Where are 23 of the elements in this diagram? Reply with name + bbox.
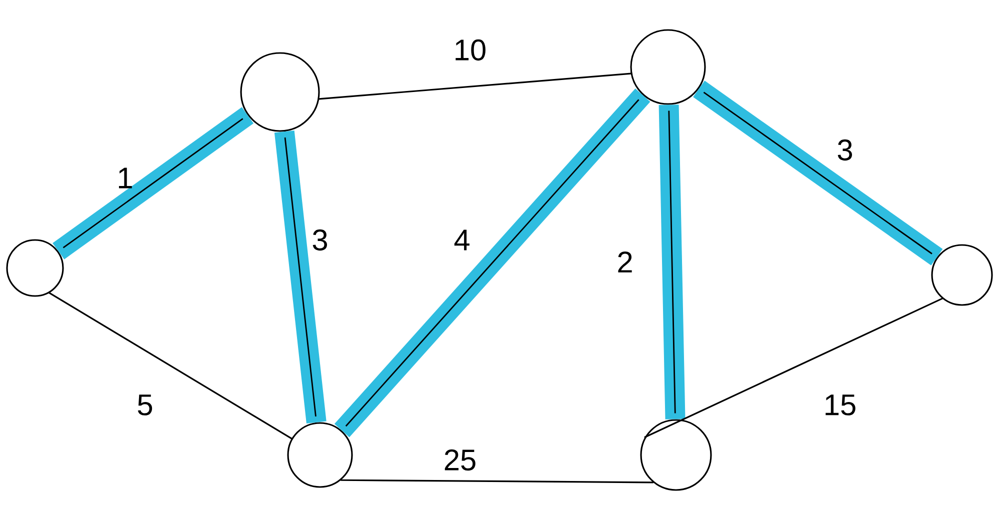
edge-label: 2 <box>618 252 632 272</box>
circle-node <box>6 239 64 297</box>
edge-label: 25 <box>444 449 476 471</box>
circle-node <box>287 422 353 488</box>
edge-label: 4 <box>454 230 470 250</box>
circle-node <box>640 419 712 491</box>
edge-label: 1 <box>118 168 132 188</box>
graph-edge <box>48 292 292 440</box>
edge-label: 10 <box>456 39 486 61</box>
graph-edge <box>658 104 686 420</box>
edge-label: 3 <box>838 139 852 161</box>
circle-node <box>630 29 706 105</box>
circle-node <box>240 52 320 132</box>
graph-edge <box>644 298 943 438</box>
graph-edge <box>318 72 632 100</box>
graph-edge <box>693 80 943 266</box>
edge-label: 15 <box>826 394 856 416</box>
graph-edge <box>340 479 654 484</box>
edge-label: 5 <box>138 394 152 416</box>
graph-edge <box>52 107 254 260</box>
circle-node <box>931 244 993 306</box>
graph-edge <box>274 130 326 424</box>
edge-label: 3 <box>312 229 327 251</box>
